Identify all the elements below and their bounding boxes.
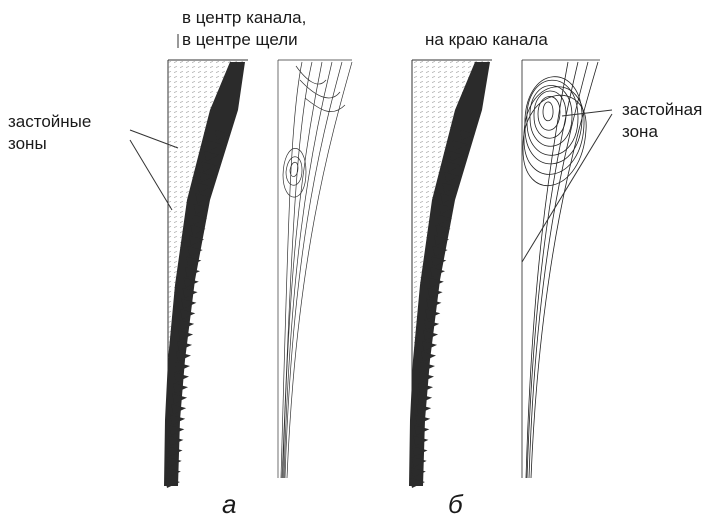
label-right-line2: зона bbox=[622, 122, 658, 142]
caption-a-line1: в центр канала, bbox=[182, 8, 306, 28]
subfigure-label-b: б bbox=[448, 490, 463, 518]
streamline-plot-b bbox=[522, 60, 600, 478]
caption-b: на краю канала bbox=[425, 30, 548, 50]
subfigure-label-a: а bbox=[222, 490, 236, 518]
streamline-plot-a bbox=[278, 60, 352, 478]
caption-a-line2: в центре щели bbox=[182, 30, 298, 50]
vector-plot-b bbox=[409, 60, 492, 488]
label-left-line1: застойные bbox=[8, 112, 91, 132]
label-left-line2: зоны bbox=[8, 134, 47, 154]
label-right-line1: застойная bbox=[622, 100, 702, 120]
vector-plot-a bbox=[164, 60, 248, 488]
